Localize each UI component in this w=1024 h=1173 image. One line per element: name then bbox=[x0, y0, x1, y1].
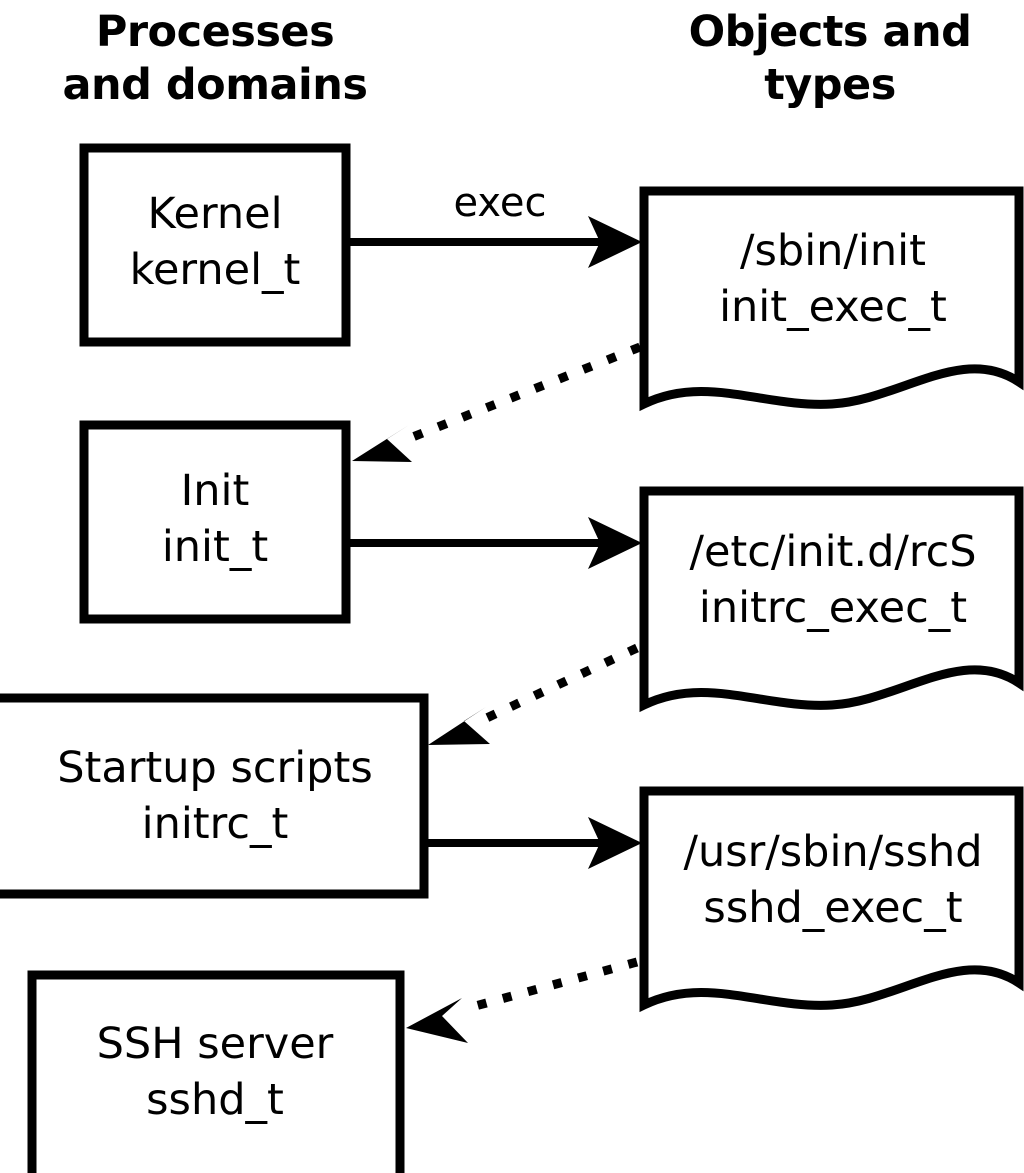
node-init-exec-document[interactable] bbox=[639, 186, 1024, 412]
edge-line-sshd-transition bbox=[466, 957, 639, 1013]
edge-initrc-to-sshd-exec bbox=[426, 817, 642, 869]
node-sshd-exec-line2: sshd_exec_t bbox=[703, 883, 962, 933]
node-sshd-exec[interactable]: /usr/sbin/sshd sshd_exec_t bbox=[639, 786, 1024, 1013]
node-initrc-line1: Startup scripts bbox=[57, 743, 373, 793]
node-kernel-box[interactable] bbox=[79, 143, 351, 347]
node-sshd-line1: SSH server bbox=[97, 1019, 334, 1069]
node-initrc-line2: initrc_t bbox=[142, 799, 289, 849]
arrow-head-initrc-exec bbox=[588, 817, 642, 869]
column-header-objects-line2: types bbox=[764, 60, 896, 110]
edge-initrc-exec-to-initrc bbox=[428, 643, 639, 745]
column-header-objects-line1: Objects and bbox=[689, 7, 972, 57]
node-initrc-exec-line2: initrc_exec_t bbox=[699, 583, 967, 633]
arrow-head-init-transition bbox=[352, 425, 412, 462]
node-init-line1: Init bbox=[181, 466, 250, 516]
node-sshd[interactable]: SSH server sshd_t bbox=[27, 970, 405, 1173]
node-init-line2: init_t bbox=[162, 522, 268, 572]
node-sshd-box[interactable] bbox=[27, 970, 405, 1173]
node-kernel-line1: Kernel bbox=[147, 189, 282, 239]
edge-kernel-to-init-exec: exec bbox=[348, 180, 642, 268]
node-sshd-line2: sshd_t bbox=[146, 1075, 284, 1125]
edge-sshd-exec-to-sshd bbox=[406, 957, 639, 1043]
node-initrc-box[interactable] bbox=[0, 693, 429, 899]
node-initrc-exec[interactable]: /etc/init.d/rcS initrc_exec_t bbox=[639, 486, 1024, 713]
node-init[interactable]: Init init_t bbox=[79, 420, 351, 624]
column-header-processes-line2: and domains bbox=[63, 60, 368, 110]
column-header-processes-line1: Processes bbox=[96, 7, 334, 57]
node-sshd-exec-document[interactable] bbox=[639, 786, 1024, 1013]
node-initrc-exec-document[interactable] bbox=[639, 486, 1024, 713]
edge-init-exec-to-init bbox=[352, 342, 642, 462]
node-initrc-exec-line1: /etc/init.d/rcS bbox=[689, 527, 976, 577]
node-init-exec-line2: init_exec_t bbox=[719, 282, 947, 332]
arrow-head-init-exec bbox=[588, 517, 642, 569]
node-initrc[interactable]: Startup scripts initrc_t bbox=[0, 693, 429, 899]
arrow-head-initrc-transition bbox=[428, 707, 490, 745]
edge-label-exec: exec bbox=[454, 180, 547, 226]
arrow-head-kernel-exec bbox=[588, 216, 642, 268]
edge-init-to-initrc-exec bbox=[348, 517, 642, 569]
node-init-exec-line1: /sbin/init bbox=[740, 226, 926, 276]
node-kernel-line2: kernel_t bbox=[130, 245, 301, 295]
edge-line-init-transition bbox=[398, 342, 642, 447]
column-header-processes: Processes and domains bbox=[63, 7, 368, 110]
node-sshd-exec-line1: /usr/sbin/sshd bbox=[683, 827, 982, 877]
edge-line-initrc-transition bbox=[476, 643, 639, 727]
arrow-head-sshd-transition bbox=[406, 998, 468, 1043]
column-header-objects: Objects and types bbox=[689, 7, 972, 110]
node-kernel[interactable]: Kernel kernel_t bbox=[79, 143, 351, 347]
node-init-exec[interactable]: /sbin/init init_exec_t bbox=[639, 186, 1024, 412]
node-init-box[interactable] bbox=[79, 420, 351, 624]
